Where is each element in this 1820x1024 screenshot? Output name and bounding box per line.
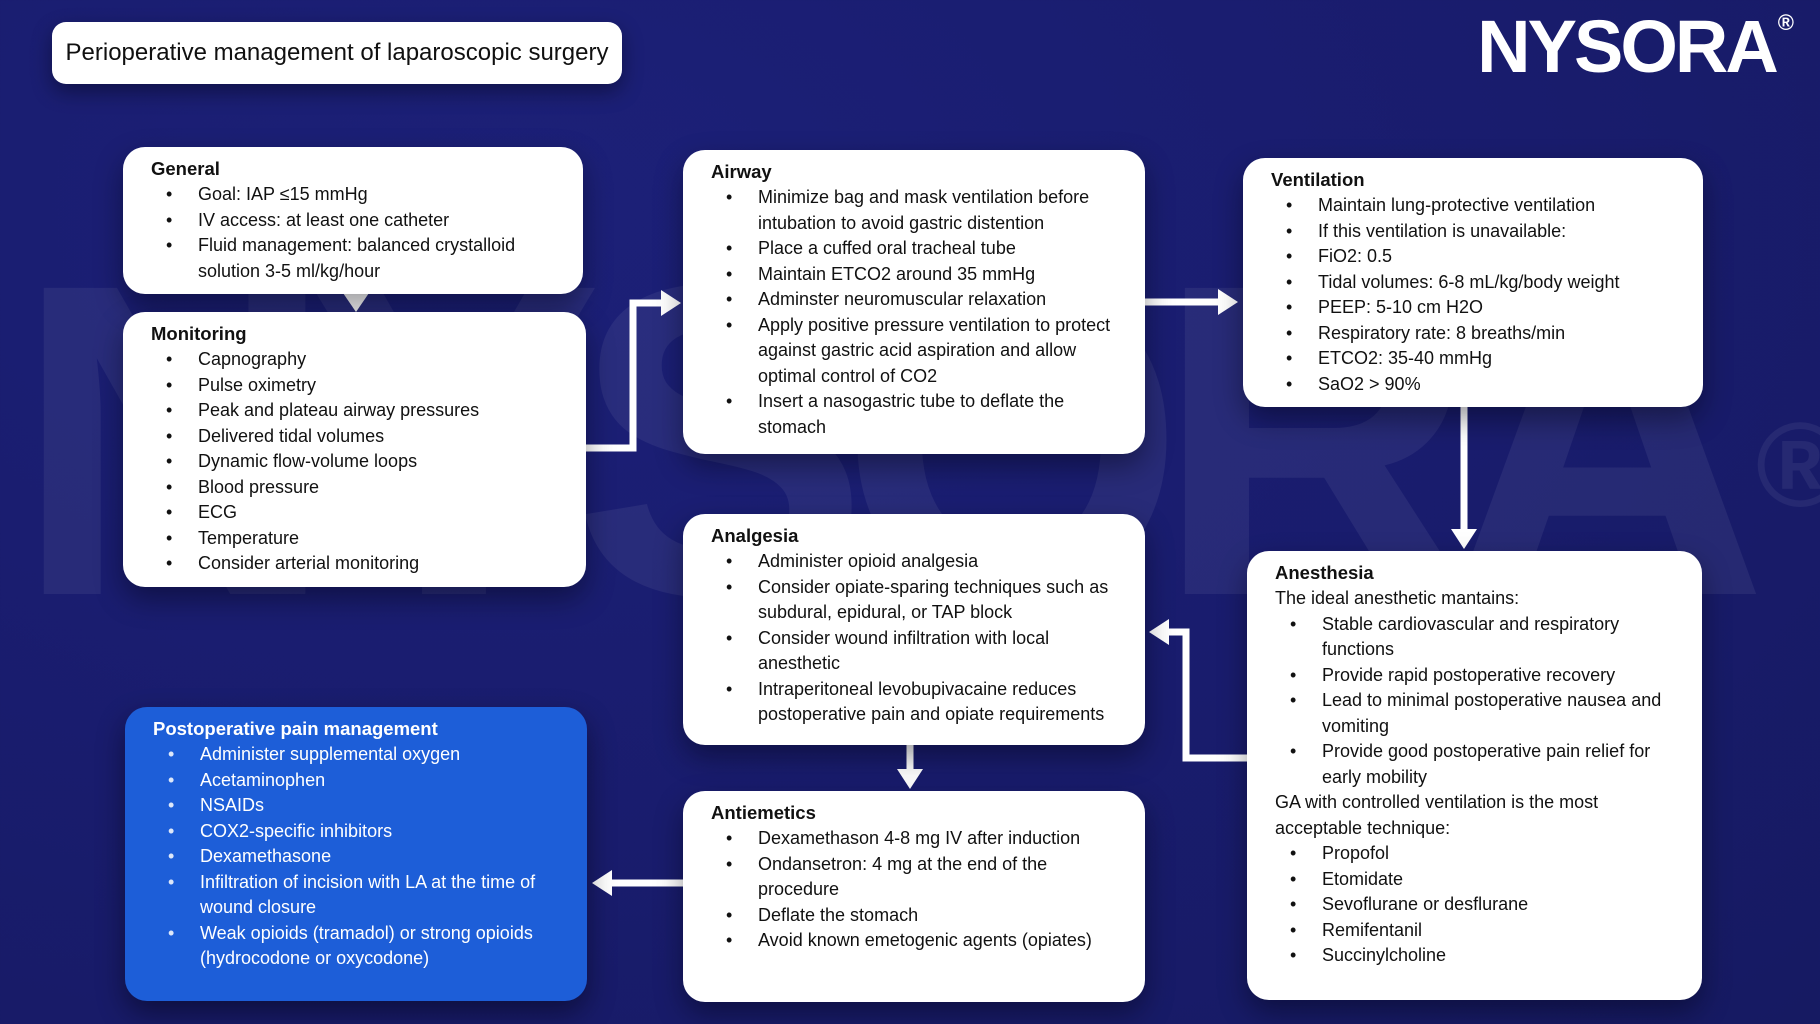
bullet-item: Provide good postoperative pain relief f… [1275, 739, 1684, 790]
bullet-item: NSAIDs [153, 793, 569, 819]
bullet-item: PEEP: 5-10 cm H2O [1271, 295, 1685, 321]
bullet-item: Etomidate [1275, 867, 1684, 893]
bullet-item: Blood pressure [151, 475, 568, 501]
bullet-item: Consider arterial monitoring [151, 551, 568, 577]
bullet-item: Intraperitoneal levobupivacaine reduces … [711, 677, 1127, 728]
bullet-item: Dynamic flow-volume loops [151, 449, 568, 475]
bullet-item: Provide rapid postoperative recovery [1275, 663, 1684, 689]
bullet-item: Maintain ETCO2 around 35 mmHg [711, 262, 1127, 288]
anesthesia-subheading: GA with controlled ventilation is the mo… [1275, 792, 1599, 838]
bullet-item: Apply positive pressure ventilation to p… [711, 313, 1127, 390]
bullet-item: Goal: IAP ≤15 mmHg [151, 182, 565, 208]
general-heading: General [151, 158, 220, 179]
bullet-item: Remifentanil [1275, 918, 1684, 944]
bullet-item: Peak and plateau airway pressures [151, 398, 568, 424]
postoperative-list: Administer supplemental oxygenAcetaminop… [153, 742, 569, 972]
antiemetics-heading: Antiemetics [711, 802, 816, 823]
anesthesia-list: Stable cardiovascular and respiratory fu… [1275, 612, 1684, 791]
bullet-item: Sevoflurane or desflurane [1275, 892, 1684, 918]
anesthesia-heading: Anesthesia [1275, 562, 1374, 583]
arrow-ventilation-to-anesthesia [1451, 390, 1477, 549]
bullet-item: Stable cardiovascular and respiratory fu… [1275, 612, 1684, 663]
bullet-item: Adminster neuromuscular relaxation [711, 287, 1127, 313]
bullet-item: Pulse oximetry [151, 373, 568, 399]
ventilation-list: Maintain lung-protective ventilationIf t… [1271, 193, 1685, 397]
analgesia-list: Administer opioid analgesiaConsider opia… [711, 549, 1127, 728]
bullet-item: IV access: at least one catheter [151, 208, 565, 234]
bullet-item: Acetaminophen [153, 768, 569, 794]
arrow-anesthesia-to-analgesia [1149, 619, 1260, 762]
antiemetics-list: Dexamethason 4-8 mg IV after inductionOn… [711, 826, 1127, 954]
postoperative-pain-box: Postoperative pain management Administer… [125, 707, 587, 1001]
bullet-item: Administer supplemental oxygen [153, 742, 569, 768]
bullet-item: Succinylcholine [1275, 943, 1684, 969]
registered-mark-icon: ® [1755, 398, 1820, 532]
antiemetics-box: Antiemetics Dexamethason 4-8 mg IV after… [683, 791, 1145, 1002]
bullet-item: Insert a nasogastric tube to deflate the… [711, 389, 1127, 440]
bullet-item: Weak opioids (tramadol) or strong opioid… [153, 921, 569, 972]
page-title: Perioperative management of laparoscopic… [52, 22, 622, 84]
bullet-item: ECG [151, 500, 568, 526]
bullet-item: COX2-specific inhibitors [153, 819, 569, 845]
bullet-item: Propofol [1275, 841, 1684, 867]
bullet-item: Infiltration of incision with LA at the … [153, 870, 569, 921]
analgesia-heading: Analgesia [711, 525, 799, 546]
airway-heading: Airway [711, 161, 772, 182]
analgesia-box: Analgesia Administer opioid analgesiaCon… [683, 514, 1145, 745]
ventilation-heading: Ventilation [1271, 169, 1365, 190]
bullet-item: Consider wound infiltration with local a… [711, 626, 1127, 677]
anesthesia-box: Anesthesia The ideal anesthetic mantains… [1247, 551, 1702, 1000]
airway-list: Minimize bag and mask ventilation before… [711, 185, 1127, 440]
bullet-item: Dexamethasone [153, 844, 569, 870]
bullet-item: Temperature [151, 526, 568, 552]
general-box: General Goal: IAP ≤15 mmHgIV access: at … [123, 147, 583, 294]
bullet-item: Tidal volumes: 6-8 mL/kg/body weight [1271, 270, 1685, 296]
general-list: Goal: IAP ≤15 mmHgIV access: at least on… [151, 182, 565, 284]
arrow-monitoring-to-airway [560, 290, 681, 452]
bullet-item: Deflate the stomach [711, 903, 1127, 929]
bullet-item: Minimize bag and mask ventilation before… [711, 185, 1127, 236]
bullet-item: Delivered tidal volumes [151, 424, 568, 450]
bullet-item: FiO2: 0.5 [1271, 244, 1685, 270]
monitoring-list: CapnographyPulse oximetryPeak and platea… [151, 347, 568, 577]
bullet-item: If this ventilation is unavailable: [1271, 219, 1685, 245]
bullet-item: SaO2 > 90% [1271, 372, 1685, 398]
registered-mark-icon: ® [1777, 10, 1794, 35]
bullet-item: Fluid management: balanced crystalloid s… [151, 233, 565, 284]
bullet-item: Ondansetron: 4 mg at the end of the proc… [711, 852, 1127, 903]
nysora-logo: NYSORA® [1477, 5, 1794, 88]
bullet-item: Maintain lung-protective ventilation [1271, 193, 1685, 219]
bullet-item: Respiratory rate: 8 breaths/min [1271, 321, 1685, 347]
ventilation-box: Ventilation Maintain lung-protective ven… [1243, 158, 1703, 407]
anesthesia-intro: The ideal anesthetic mantains: [1275, 588, 1520, 608]
monitoring-box: Monitoring CapnographyPulse oximetryPeak… [123, 312, 586, 587]
bullet-item: Capnography [151, 347, 568, 373]
bullet-item: Consider opiate-sparing techniques such … [711, 575, 1127, 626]
anesthesia-drug-list: PropofolEtomidateSevoflurane or desflura… [1275, 841, 1684, 969]
monitoring-heading: Monitoring [151, 323, 247, 344]
bullet-item: Lead to minimal postoperative nausea and… [1275, 688, 1684, 739]
bullet-item: Administer opioid analgesia [711, 549, 1127, 575]
bullet-item: Place a cuffed oral tracheal tube [711, 236, 1127, 262]
bullet-item: ETCO2: 35-40 mmHg [1271, 346, 1685, 372]
bullet-item: Avoid known emetogenic agents (opiates) [711, 928, 1127, 954]
bullet-item: Dexamethason 4-8 mg IV after induction [711, 826, 1127, 852]
postoperative-heading: Postoperative pain management [153, 718, 438, 739]
airway-box: Airway Minimize bag and mask ventilation… [683, 150, 1145, 454]
